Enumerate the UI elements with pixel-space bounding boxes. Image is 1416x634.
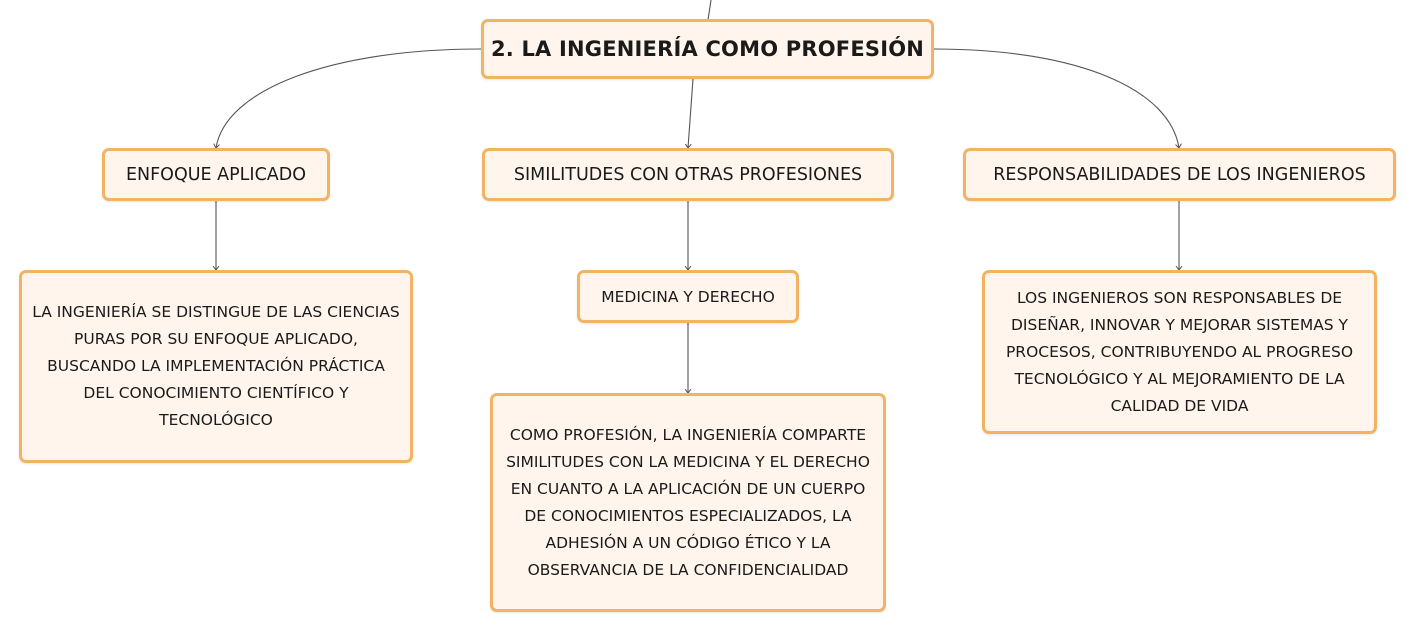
- sub-node-medicina-y-derecho[interactable]: MEDICINA Y DERECHO: [577, 270, 799, 323]
- detail-node-text: LA INGENIERÍA SE DISTINGUE DE LAS CIENCI…: [32, 303, 400, 429]
- topic-node-enfoque-aplicado[interactable]: ENFOQUE APLICADO: [102, 148, 330, 201]
- root-node[interactable]: 2. LA INGENIERÍA COMO PROFESIÓN: [481, 19, 934, 79]
- detail-node-enfoque-aplicado[interactable]: LA INGENIERÍA SE DISTINGUE DE LAS CIENCI…: [19, 270, 413, 463]
- connector-root-to-enfoque: [216, 48, 482, 148]
- topic-node-label: RESPONSABILIDADES DE LOS INGENIEROS: [993, 164, 1366, 185]
- detail-node-text: COMO PROFESIÓN, LA INGENIERÍA COMPARTE S…: [506, 425, 870, 579]
- connector-incoming-root: [707, 0, 712, 21]
- connector-root-to-similitudes: [688, 78, 694, 148]
- topic-node-responsabilidades[interactable]: RESPONSABILIDADES DE LOS INGENIEROS: [963, 148, 1396, 201]
- detail-node-responsabilidades[interactable]: LOS INGENIEROS SON RESPONSABLES DE DISEÑ…: [982, 270, 1377, 434]
- connector-root-to-responsabilidades: [933, 48, 1179, 148]
- detail-node-similitudes[interactable]: COMO PROFESIÓN, LA INGENIERÍA COMPARTE S…: [490, 393, 886, 612]
- root-node-label: 2. LA INGENIERÍA COMO PROFESIÓN: [490, 37, 925, 61]
- detail-node-text: LOS INGENIEROS SON RESPONSABLES DE DISEÑ…: [1005, 288, 1354, 415]
- topic-node-label: ENFOQUE APLICADO: [125, 164, 307, 185]
- topic-node-label: SIMILITUDES CON OTRAS PROFESIONES: [513, 164, 863, 185]
- topic-node-similitudes[interactable]: SIMILITUDES CON OTRAS PROFESIONES: [482, 148, 894, 201]
- sub-node-label: MEDICINA Y DERECHO: [601, 287, 775, 306]
